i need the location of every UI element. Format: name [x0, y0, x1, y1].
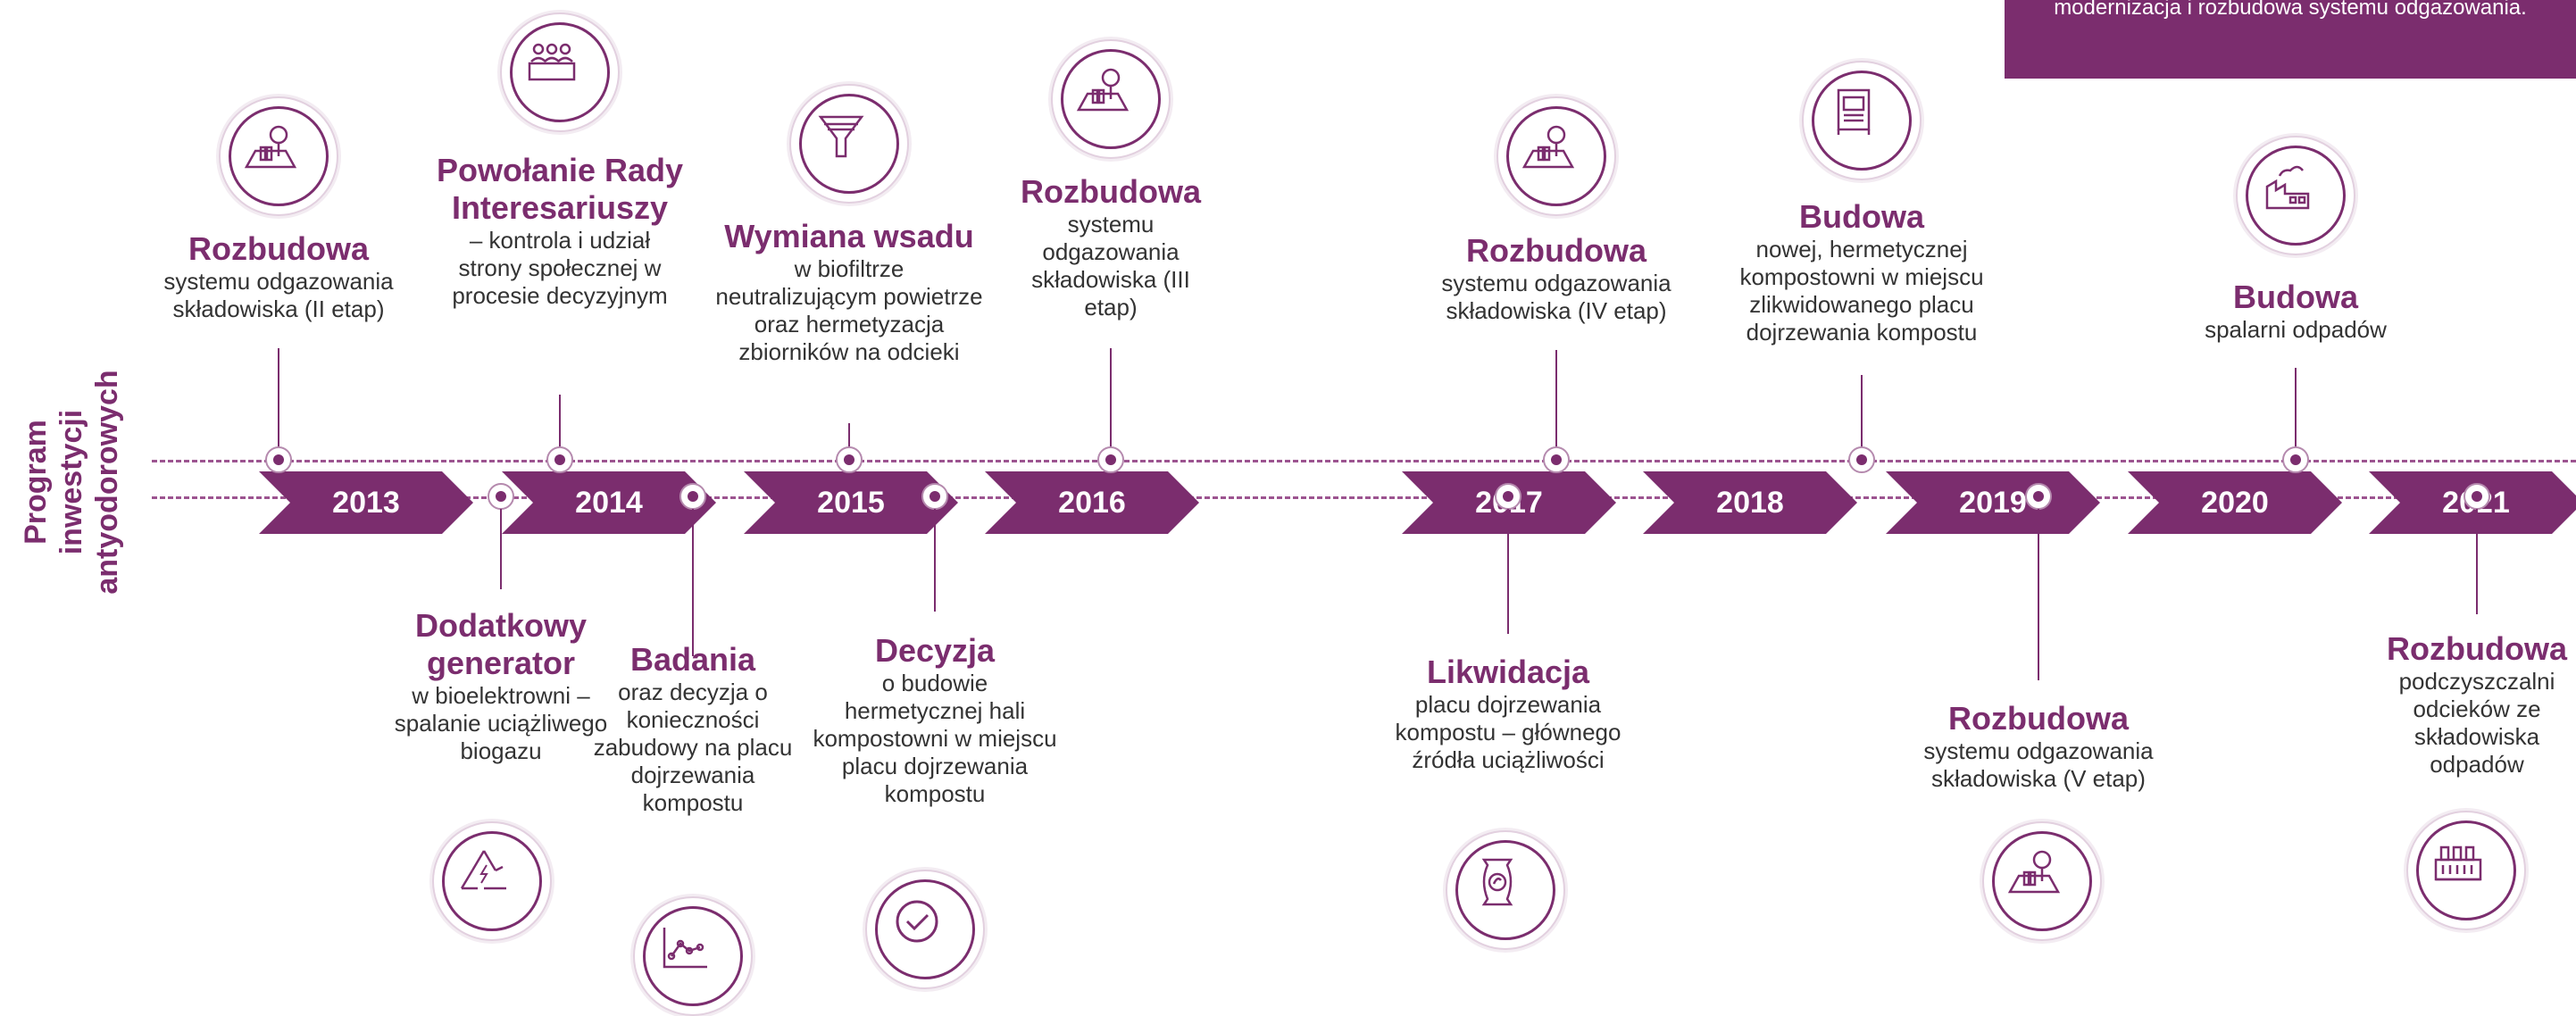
connector-line [559, 395, 561, 460]
event-desc: spalarni odpadów [2205, 316, 2387, 343]
connector-line [1861, 375, 1863, 460]
top-info-text: modernizacja i rozbudowa systemu odgazow… [2054, 0, 2527, 20]
event-title: Decyzja [874, 632, 996, 669]
year-label: 2014 [575, 486, 643, 520]
event-title: Dodatkowy generator [414, 607, 588, 681]
landfill-tree-icon [219, 96, 338, 216]
event-2017-rozbudowa: Rozbudowa systemu odgazowania składowisk… [1422, 232, 1690, 325]
year-2018: 2018 [1643, 471, 1857, 534]
program-title-line2: inwestycji [54, 409, 88, 555]
event-desc: w biofiltrze neutralizującym powietrze o… [715, 255, 983, 365]
filter-funnel-icon [789, 84, 909, 204]
event-title: Rozbudowa [1948, 700, 2129, 737]
event-title: Budowa [1799, 198, 1924, 235]
timeline-dot [921, 483, 948, 510]
program-title: Program inwestycji antyodorowych [18, 339, 152, 625]
treatment-plant-icon [2406, 811, 2526, 930]
year-label: 2018 [1716, 486, 1784, 520]
timeline-dashed-line-bottom [152, 496, 2576, 499]
program-title-line1: Program [19, 420, 53, 545]
event-desc: systemu odgazowania składowiska (III eta… [1031, 211, 1190, 321]
timeline-dot [1543, 446, 1570, 473]
connector-line [2295, 368, 2297, 460]
landfill-tree-icon [1496, 96, 1616, 216]
year-label: 2013 [332, 486, 400, 520]
connector-line [848, 423, 850, 460]
event-title: Rozbudowa [188, 230, 369, 267]
compost-bag-icon [1446, 830, 1565, 950]
timeline-dot [2025, 483, 2052, 510]
composter-machine-icon [1802, 61, 1922, 180]
event-title: Budowa [2233, 279, 2358, 315]
connector-line [934, 509, 936, 612]
top-info-box: modernizacja i rozbudowa systemu odgazow… [2005, 0, 2576, 79]
timeline-dot [679, 483, 706, 510]
event-2014-rada: Powołanie Rady Interesariuszy – kontrola… [435, 152, 685, 310]
timeline-dot [1495, 483, 1521, 510]
connector-line [278, 348, 279, 460]
connector-line [1110, 348, 1112, 460]
year-2020: 2020 [2128, 471, 2342, 534]
event-title: Likwidacja [1426, 654, 1590, 690]
landfill-tree-icon [1982, 821, 2102, 941]
event-title: Rozbudowa [1466, 232, 1646, 269]
line-chart-icon [633, 896, 753, 1016]
event-2016-rozbudowa: Rozbudowa systemu odgazowania składowisk… [1004, 173, 1218, 321]
year-label: 2015 [817, 486, 885, 520]
event-desc: podczyszczalni odcieków ze składowiska o… [2398, 668, 2555, 778]
year-2016: 2016 [985, 471, 1199, 534]
year-label: 2019 [1959, 486, 2027, 520]
event-2021-rozbudowa: Rozbudowa podczyszczalni odcieków ze skł… [2379, 630, 2575, 779]
connector-line [1507, 509, 1509, 634]
year-2019: 2019 [1886, 471, 2100, 534]
timeline-dot [1848, 446, 1875, 473]
recycle-energy-icon [432, 821, 552, 941]
connector-line [692, 509, 694, 656]
event-title: Rozbudowa [1021, 173, 1201, 210]
checkmark-icon [865, 870, 985, 989]
event-desc: oraz decyzja o konieczności zabudowy na … [593, 679, 793, 816]
event-desc: – kontrola i udział strony społecznej w … [452, 227, 668, 309]
event-2014-badania: Badania oraz decyzja o konieczności zabu… [581, 641, 804, 817]
connector-line [2038, 509, 2039, 680]
landfill-tree-icon [1051, 39, 1171, 159]
timeline-dot [2282, 446, 2309, 473]
event-2017-likwidacja: Likwidacja placu dojrzewania kompostu – … [1383, 654, 1633, 774]
year-2014: 2014 [502, 471, 716, 534]
year-label: 2020 [2201, 486, 2269, 520]
connector-line [2476, 509, 2478, 614]
event-title: Wymiana wsadu [724, 218, 974, 254]
timeline-dot [265, 446, 292, 473]
event-2014-generator: Dodatkowy generator w bioelektrowni – sp… [380, 607, 621, 765]
event-desc: systemu odgazowania składowiska (II etap… [163, 268, 394, 322]
people-meeting-icon [500, 12, 620, 132]
connector-line [500, 509, 502, 589]
event-title: Badania [629, 641, 756, 678]
incinerator-icon [2236, 136, 2355, 255]
timeline-dot [488, 483, 514, 510]
event-title: Rozbudowa [2387, 630, 2567, 667]
program-title-line3: antyodorowych [90, 370, 124, 595]
event-2019-rozbudowa: Rozbudowa systemu odgazowania składowisk… [1905, 700, 2172, 793]
event-2015-wymiana: Wymiana wsadu w biofiltrze neutralizując… [711, 218, 988, 366]
event-desc: systemu odgazowania składowiska (IV etap… [1441, 270, 1671, 324]
year-2013: 2013 [259, 471, 473, 534]
event-2020-budowa: Budowa spalarni odpadów [2162, 279, 2430, 344]
timeline-dashed-line-top [152, 460, 2576, 462]
year-label: 2016 [1058, 486, 1126, 520]
event-desc: systemu odgazowania składowiska (V etap) [1923, 737, 2154, 792]
timeline-dot [836, 446, 863, 473]
event-desc: placu dojrzewania kompostu – głównego źr… [1395, 691, 1621, 773]
event-desc: w bioelektrowni – spalanie uciążliwego b… [394, 682, 608, 764]
timeline-dot [1097, 446, 1124, 473]
event-desc: o budowie hermetycznej hali kompostowni … [813, 670, 1057, 807]
event-2013-rozbudowa: Rozbudowa systemu odgazowania składowisk… [145, 230, 413, 323]
event-2019-budowa: Budowa nowej, hermetycznej kompostowni w… [1719, 198, 2005, 346]
event-title: Powołanie Rady Interesariuszy [436, 152, 684, 226]
timeline-dot [546, 446, 573, 473]
event-2015-decyzja: Decyzja o budowie hermetycznej hali komp… [810, 632, 1060, 808]
connector-line [1555, 350, 1557, 460]
timeline-dot [2463, 483, 2490, 510]
event-desc: nowej, hermetycznej kompostowni w miejsc… [1739, 236, 1984, 346]
